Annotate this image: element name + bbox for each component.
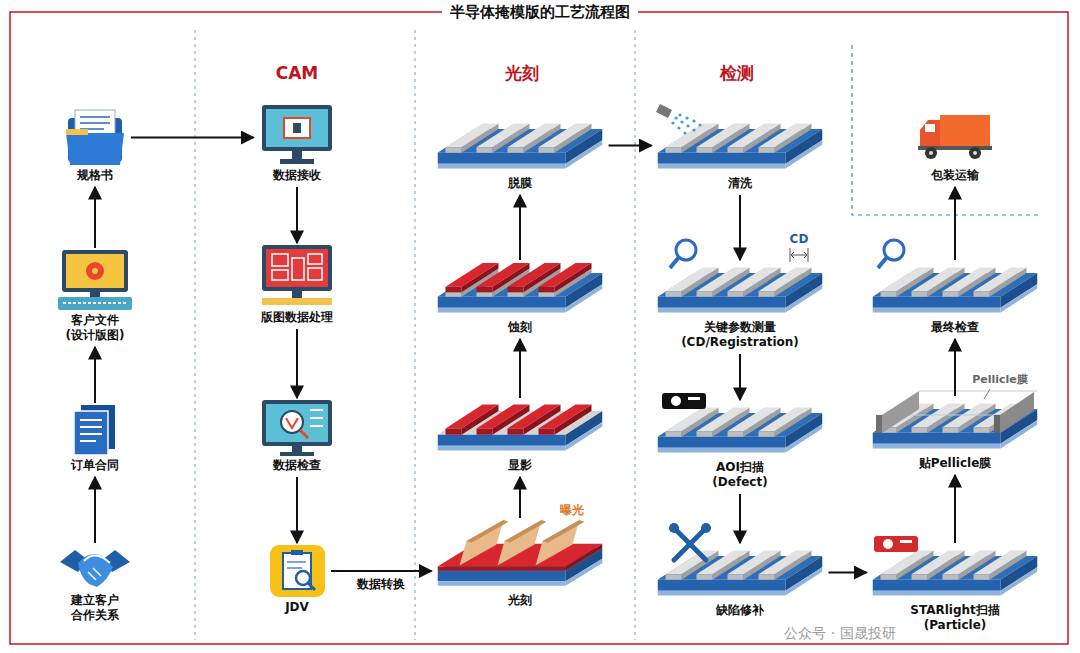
column-header: 检测 [720, 64, 754, 83]
process-step: 关键参数测量 (CD/Registration) [654, 262, 827, 352]
process-step: JDV [265, 545, 329, 617]
flow-arrow [331, 570, 432, 572]
mask-plate [658, 124, 823, 169]
flow-arrow [296, 329, 298, 398]
watermark: 公众号 · 国晟投研 [784, 626, 895, 641]
mask-plate [438, 263, 603, 313]
step-label: 数据检查 [273, 458, 321, 473]
process-step: 包装运输 [915, 115, 995, 185]
pellicle-frame [876, 389, 1037, 433]
exposure-label: 曝光 [560, 504, 584, 517]
flow-arrow [131, 137, 254, 139]
mask-plate [873, 268, 1038, 313]
process-step: 贴Pellicle膜 [869, 398, 1042, 473]
process-step: 脱膜 [434, 118, 607, 193]
diagram-title: 半导体掩模版的工艺流程图 [442, 3, 638, 22]
cd-marker [790, 248, 808, 262]
step-label: 客户文件 (设计版图) [60, 313, 130, 343]
flow-arrow [739, 195, 741, 260]
flow-arrow [739, 354, 741, 400]
magnifier-icon [670, 240, 904, 268]
jdv-icon [270, 545, 325, 597]
step-label: AOI扫描 (Defect) [700, 460, 780, 490]
process-step: 清洗 [654, 118, 827, 193]
step-label: 关键参数测量 (CD/Registration) [670, 320, 810, 350]
mask-plate [438, 405, 603, 451]
mask-plate [658, 408, 823, 453]
step-label: 数据接收 [273, 168, 321, 183]
flow-arrow [519, 477, 521, 518]
projector-icon [662, 393, 918, 552]
frame-border [10, 12, 1068, 644]
mask-plate [438, 124, 603, 169]
step-label: 显影 [508, 458, 532, 473]
process-step: 数据接收 [256, 105, 339, 185]
handshake-icon [60, 550, 130, 587]
shipping-region [852, 45, 1040, 215]
step-label: 脱膜 [508, 176, 532, 191]
edge-label: 数据转换 [355, 576, 407, 593]
contract-icon [74, 405, 115, 455]
process-step: 规格书 [61, 110, 129, 185]
step-label: 清洗 [728, 176, 752, 191]
step-label: STARlight扫描 (Particle) [903, 603, 1008, 633]
step-label: 建立客户 合作关系 [65, 593, 125, 623]
process-step: 订单合同 [67, 405, 123, 475]
pellicle-label: Pellicle膜 [972, 374, 1028, 386]
process-step: 最终检查 [869, 262, 1042, 337]
flow-arrow [829, 572, 867, 574]
repair-tool-icon [669, 523, 711, 560]
process-step: 蚀刻 [434, 262, 607, 337]
step-label: 光刻 [508, 593, 532, 608]
flow-arrow [296, 187, 298, 243]
flow-arrow [296, 477, 298, 543]
mask-plate [658, 551, 823, 596]
step-label: 蚀刻 [508, 320, 532, 335]
mask-plate [438, 520, 603, 586]
flow-arrow [94, 187, 96, 248]
flow-arrow [609, 145, 652, 147]
column-header: CAM [276, 64, 319, 83]
step-label: 缺陷修补 [716, 603, 764, 618]
flow-arrow [954, 339, 956, 396]
step-label: 贴Pellicle膜 [919, 456, 992, 471]
flow-arrow [954, 475, 956, 543]
spray-icon [656, 104, 702, 135]
computer-icon [58, 250, 132, 310]
flow-arrow [739, 494, 741, 543]
column-separator [195, 30, 635, 640]
check-monitor-icon [262, 400, 332, 456]
step-label: 版图数据处理 [261, 310, 333, 325]
process-step: 缺陷修补 [654, 545, 827, 620]
step-label: 最终检查 [931, 320, 979, 335]
step-label: 订单合同 [71, 458, 119, 473]
cd-label: CD [790, 233, 809, 246]
layout-monitor-icon [262, 245, 332, 305]
step-label: 包装运输 [931, 168, 979, 183]
truck-icon [918, 115, 992, 159]
flow-arrow [94, 477, 96, 543]
process-step: 光刻 [434, 520, 607, 610]
step-label: 规格书 [77, 168, 113, 183]
flow-arrow [94, 347, 96, 403]
monitor-icon [262, 105, 332, 164]
flow-arrow [519, 195, 521, 260]
process-step: 数据检查 [256, 400, 339, 475]
mask-plate [873, 551, 1038, 596]
column-header: 光刻 [505, 64, 539, 83]
mask-plate [658, 268, 823, 313]
process-step: 显影 [434, 400, 607, 475]
step-label: JDV [285, 600, 309, 615]
folder-icon [66, 110, 124, 165]
flow-arrow [954, 187, 956, 260]
process-step: 建立客户 合作关系 [56, 545, 134, 625]
process-step: AOI扫描 (Defect) [654, 402, 827, 492]
process-step: 客户文件 (设计版图) [53, 250, 137, 345]
process-step: 版图数据处理 [256, 245, 339, 327]
process-step: STARlight扫描 (Particle) [869, 545, 1042, 635]
flow-arrow [519, 339, 521, 398]
